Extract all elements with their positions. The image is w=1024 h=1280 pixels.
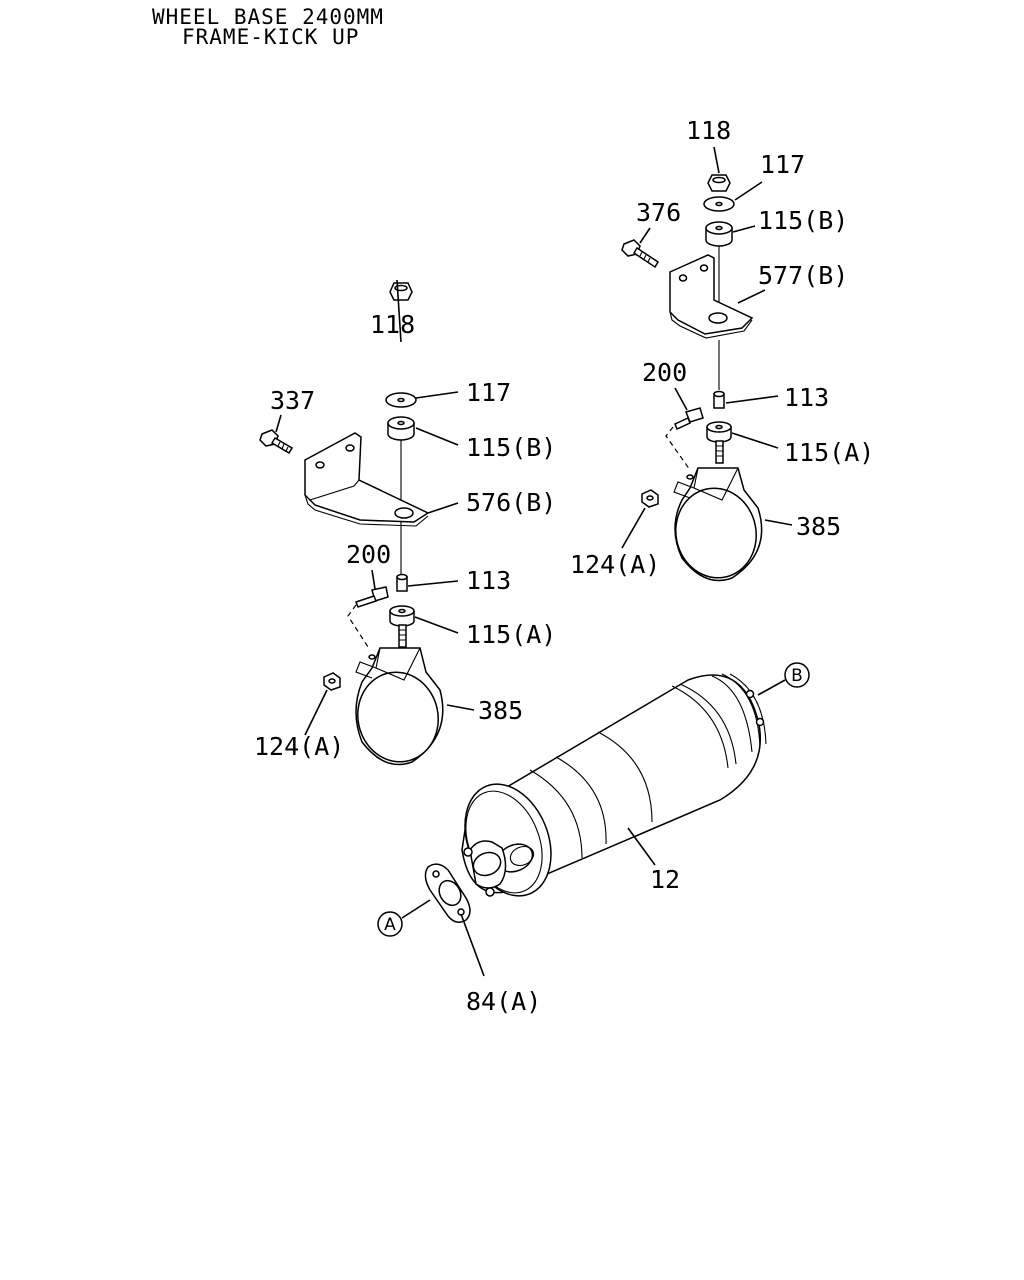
muffler-12 [461, 673, 767, 897]
callout-right-577b: 577(B) [758, 261, 848, 290]
callout-right-115b: 115(B) [758, 206, 848, 235]
leader-right-124a [621, 507, 646, 549]
leader-right-385 [764, 519, 793, 526]
left-bracket-576b [304, 432, 430, 527]
callout-left-576b: 576(B) [466, 488, 556, 517]
left-rubber-115a [389, 605, 415, 648]
callout-right-115a: 115(A) [784, 438, 874, 467]
header-frame-kick-up: FRAME-KICK UP [182, 25, 359, 49]
callout-left-117: 117 [466, 378, 511, 407]
leader-gasket-84a [460, 913, 485, 977]
callout-left-115a: 115(A) [466, 620, 556, 649]
gasket-84a [424, 863, 471, 923]
right-collar-113 [713, 390, 725, 409]
leader-right-115b [732, 225, 756, 233]
right-bolt-376 [621, 239, 660, 269]
left-bolt-200 [347, 586, 389, 651]
left-clamp-band-385 [355, 647, 444, 766]
leader-left-124a [304, 689, 328, 736]
callout-right-376: 376 [636, 198, 681, 227]
left-hanger-assembly [259, 279, 475, 766]
leader-right-113 [725, 395, 779, 404]
leader-right-577b [737, 289, 766, 304]
right-bolt-200 [665, 407, 704, 471]
callout-left-115b: 115(B) [466, 433, 556, 462]
left-collar-113 [396, 573, 408, 592]
leader-left-576b [427, 502, 459, 514]
leader-marker-b [757, 679, 786, 696]
leader-left-200 [371, 569, 376, 590]
leader-right-376 [639, 227, 651, 244]
left-rubber-115b [387, 416, 415, 441]
left-bolt-337 [259, 429, 294, 455]
reference-marker-a: A [377, 911, 403, 937]
leader-left-118 [396, 279, 402, 343]
leader-muffler-12 [627, 827, 656, 866]
leader-left-113 [407, 580, 459, 587]
callout-left-337: 337 [270, 386, 315, 415]
reference-marker-a-label: A [384, 915, 396, 935]
right-rubber-115a [706, 421, 732, 464]
right-nut-124a [641, 489, 659, 508]
callout-right-200: 200 [642, 358, 687, 387]
callout-left-385: 385 [478, 696, 523, 725]
callout-right-124a: 124(A) [570, 550, 660, 579]
right-rubber-115b [705, 221, 733, 247]
callout-left-118: 118 [370, 310, 415, 339]
leader-right-200 [674, 387, 688, 411]
callout-right-117: 117 [760, 150, 805, 179]
left-nut-124a [323, 672, 341, 691]
callout-left-200: 200 [346, 540, 391, 569]
leader-left-117 [415, 391, 459, 399]
leader-left-115a [414, 616, 459, 634]
leader-right-118 [713, 146, 720, 174]
callout-right-113: 113 [784, 383, 829, 412]
left-nut-118 [389, 282, 413, 301]
reference-marker-b-label: B [791, 666, 803, 686]
leader-marker-a [401, 899, 431, 919]
callout-right-118: 118 [686, 116, 731, 145]
callout-left-124a: 124(A) [254, 732, 344, 761]
leader-left-337 [275, 414, 282, 433]
right-clamp-band-385 [673, 467, 763, 582]
callout-muffler-12: 12 [650, 865, 680, 894]
right-nut-118 [707, 174, 731, 192]
callout-gasket-84a: 84(A) [466, 987, 541, 1016]
right-hanger-assembly [621, 146, 793, 582]
right-washer-117 [703, 196, 735, 212]
callout-left-113: 113 [466, 566, 511, 595]
reference-marker-b: B [784, 662, 810, 688]
left-washer-117 [385, 392, 417, 408]
right-bracket-577b [669, 254, 754, 339]
leader-right-115a [731, 432, 779, 449]
leader-right-117 [734, 181, 763, 201]
callout-right-385: 385 [796, 512, 841, 541]
leader-left-385 [446, 704, 475, 711]
leader-left-115b [415, 427, 459, 446]
header-wheel-base: WHEEL BASE 2400MM [152, 5, 384, 29]
